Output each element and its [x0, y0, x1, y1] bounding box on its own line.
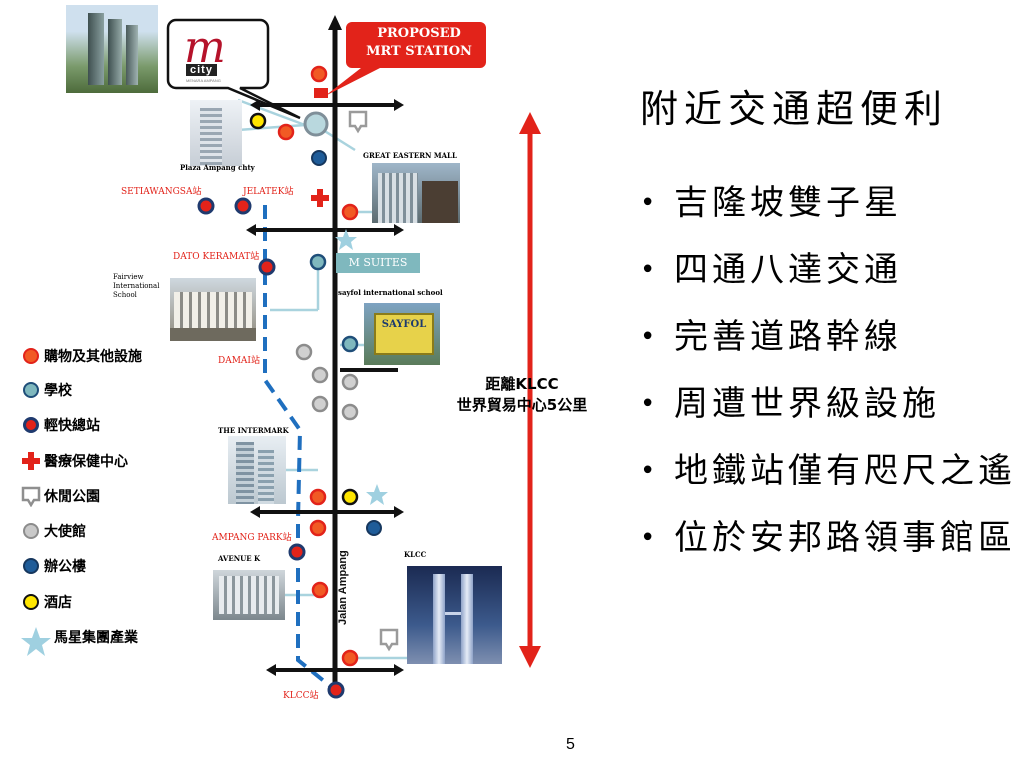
medical-cross-icon [20, 450, 42, 472]
proposed-station-callout [325, 22, 486, 96]
distance-line-1: 距離KLCC [485, 375, 559, 393]
proposed-station-label: PROPOSED MRT STATION [366, 26, 472, 59]
intermark-photo [228, 436, 286, 504]
bullet-item: 位於安邦路領事館區 [636, 515, 1016, 561]
orange-dot-icon [309, 519, 327, 537]
great-eastern-mall-photo [372, 163, 460, 223]
lrt-dot-icon [327, 681, 345, 699]
grey-dot-icon [341, 373, 359, 391]
bullet-item: 地鐵站僅有咫尺之遙 [636, 448, 1016, 494]
avenue-k-caption: AVENUE K [218, 554, 261, 563]
medical-cross-icon [311, 189, 329, 207]
distance-line-2: 世界貿易中心5公里 [456, 396, 588, 414]
star-icon [335, 229, 388, 505]
lrt-dot-icon [20, 414, 42, 436]
blue-dot-icon [366, 520, 382, 536]
legend-item-embassy: 大使館 [20, 520, 86, 542]
legend-item-park: 休閒公園 [20, 485, 100, 508]
legend-item-group-property: 馬星集團產業 [20, 626, 138, 656]
park-marker-icon [348, 110, 399, 652]
legend-item-hotel: 酒店 [20, 591, 72, 613]
orange-dot-icon [311, 581, 329, 599]
teal-dot-icon [303, 111, 329, 137]
bullet-item: 四通八達交通 [636, 247, 1016, 293]
logo-callout [166, 18, 301, 120]
road-label: Jalan Ampang [337, 550, 349, 625]
location-map: Jalan Ampang [166, 15, 541, 699]
legend-item-lrt: 輕快總站 [20, 414, 100, 436]
bullet-item: 周遭世界級設施 [636, 381, 1016, 427]
plaza-ampang-photo [190, 100, 242, 166]
sayfol-school-photo: SAYFOL [364, 303, 440, 365]
blue-dot-icon [20, 555, 42, 577]
slide-title: 附近交通超便利 [640, 87, 949, 131]
road-arrowheads [246, 15, 404, 676]
logo-city-text: city [186, 64, 217, 76]
lrt-dot-icon [234, 197, 252, 215]
sayfol-caption: sayfol international school [338, 288, 443, 297]
distance-label: 距離KLCC 世界貿易中心5公里 [432, 374, 612, 416]
station-damai: DAMAI站 [218, 356, 260, 366]
lrt-dot-icon [288, 543, 306, 561]
fairview-caption: Fairview International School [113, 273, 160, 299]
teal-dot-icon [309, 253, 327, 271]
yellow-dot-icon [341, 488, 359, 506]
plaza-ampang-caption: Plaza Ampang chty [180, 163, 255, 172]
station-klcc: KLCC站 [283, 691, 319, 701]
teal-dot-icon [341, 335, 359, 353]
bullet-list: 吉隆坡雙子星 四通八達交通 完善道路幹線 周遭世界級設施 地鐵站僅有咫尺之遙 位… [636, 180, 1016, 582]
orange-dot-icon [310, 65, 328, 83]
station-setiawangsa: SETIAWANGSA站 [121, 187, 202, 197]
cross-roads [252, 103, 398, 672]
grey-dot-icon [311, 395, 329, 413]
station-dato-keramat: DATO KERAMAT站 [173, 252, 260, 262]
star-icon [20, 626, 52, 658]
fairview-school-photo [170, 278, 256, 341]
m-suites-label: M SUITES [336, 253, 420, 273]
lrt-dot-icon [197, 197, 215, 215]
logo-subtext: MENARA AMPANG [186, 78, 221, 83]
intermark-caption: THE INTERMARK [218, 426, 289, 435]
orange-dot-icon [341, 203, 359, 221]
great-eastern-caption: GREAT EASTERN MALL [363, 151, 457, 160]
orange-dot-icon [20, 345, 42, 367]
building-photo-main [66, 5, 158, 93]
station-jelatek: JELATEK站 [243, 187, 294, 197]
m-city-logo: m city MENARA AMPANG [180, 26, 262, 84]
park-marker-icon [20, 485, 42, 508]
orange-dot-icon [309, 488, 327, 506]
yellow-dot-icon [249, 112, 267, 130]
yellow-dot-icon [20, 591, 42, 613]
grey-dot-icon [341, 403, 359, 421]
lrt-line [263, 205, 337, 692]
orange-dot-icon [277, 123, 295, 141]
grey-dot-icon [20, 520, 42, 542]
legend-item-medical: 醫療保健中心 [20, 450, 128, 472]
klcc-caption: KLCC [404, 550, 427, 559]
legend-item-school: 學校 [20, 379, 72, 401]
sayfol-sign: SAYFOL [374, 313, 434, 355]
station-ampang-park: AMPANG PARK站 [212, 533, 292, 543]
logo-m-mark: m [184, 22, 226, 73]
lrt-dot-icon [258, 258, 276, 276]
page-number: 5 [566, 736, 575, 753]
proposed-station-marker [314, 88, 328, 98]
legend-item-office: 辦公樓 [20, 555, 86, 577]
klcc-towers-photo [407, 566, 502, 664]
grey-dot-icon [295, 343, 313, 361]
legend-item-shopping: 購物及其他設施 [20, 345, 142, 367]
grey-dot-icon [311, 366, 329, 384]
avenue-k-photo [213, 570, 285, 620]
blue-dot-icon [311, 150, 327, 166]
bullet-item: 完善道路幹線 [636, 314, 1016, 360]
orange-dot-icon [341, 649, 359, 667]
bullet-item: 吉隆坡雙子星 [636, 180, 1016, 226]
teal-dot-icon [20, 379, 42, 401]
